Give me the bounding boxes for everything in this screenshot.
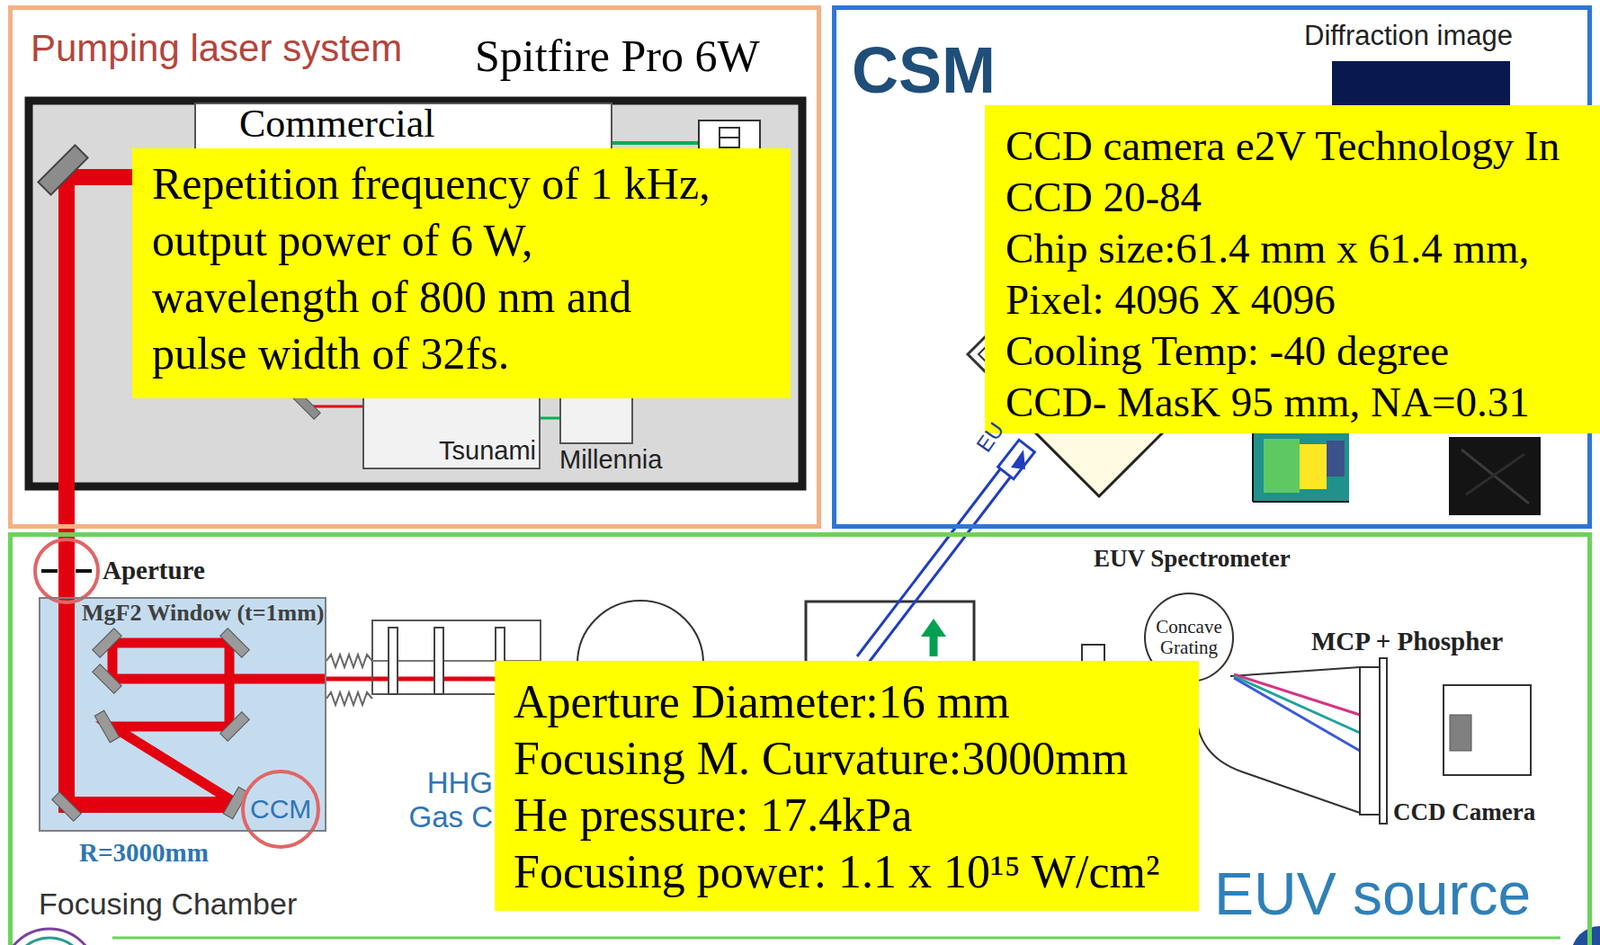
camera-lens — [1449, 715, 1472, 751]
laser-beam — [112, 643, 327, 804]
spec-line: Repetition frequency of 1 kHz, output po… — [151, 155, 733, 383]
euv-arrow-box — [998, 439, 1036, 479]
bellows — [326, 692, 373, 706]
oscillator-name: Tsunami — [438, 436, 537, 466]
plot-axis — [1252, 500, 1350, 503]
spec-line: Focusing power: 1.1 x 10¹⁵ W/cm² — [513, 843, 1161, 901]
gas-cell-plate — [388, 627, 398, 695]
spectrometer-body — [1230, 667, 1360, 677]
panel-title: Pumping laser system — [30, 26, 403, 71]
euv-beam — [867, 465, 1019, 664]
recon-image — [1461, 449, 1529, 504]
recon-image — [1448, 437, 1541, 516]
spec-line: Chip size:61.4 mm x 61.4 mm, — [1005, 223, 1529, 275]
spec-line: CCD- MasK 95 mm, NA=0.31 — [1005, 376, 1530, 429]
ccd-camera — [1443, 685, 1531, 776]
euv-arrow — [1010, 449, 1026, 470]
part-label: CCD Camera — [1393, 798, 1536, 827]
image-caption: Diffraction image — [1304, 19, 1513, 53]
highlight-circle — [35, 539, 99, 603]
spec-line: He pressure: 17.4kPa — [513, 786, 912, 844]
part-name: Concave Grating — [1150, 616, 1228, 659]
dimension-label: R=3000mm — [79, 838, 209, 868]
phase-plot — [1299, 444, 1327, 490]
mirror — [92, 628, 123, 659]
aperture-bar — [41, 569, 58, 573]
gas-cell-plate — [434, 627, 444, 695]
mirror — [37, 144, 88, 195]
spec-callout: CCD camera e2V Technology InCCD 20-84Chi… — [984, 105, 1600, 434]
spectrum-ray — [1233, 676, 1360, 733]
euv-beam — [857, 458, 1009, 657]
panel-title: EUV source — [1214, 861, 1531, 927]
plot-axis — [1251, 433, 1254, 502]
spec-line: Focusing M. Curvature:3000mm — [513, 730, 1128, 787]
mcp-flange — [1379, 658, 1387, 824]
spec-callout: Repetition frequency of 1 kHz, output po… — [132, 148, 791, 399]
spectrometer-body — [1196, 710, 1360, 814]
inner-beam — [310, 405, 363, 409]
mirror — [52, 792, 82, 823]
mirror — [92, 664, 123, 695]
phase-plot — [1263, 438, 1300, 493]
pump-laser-name: Millennia — [559, 445, 662, 475]
mirror — [220, 712, 251, 742]
chamber-fill — [38, 597, 327, 832]
spectrum-ray — [1233, 678, 1360, 751]
panel-title: CSM — [851, 35, 996, 105]
logo — [11, 938, 88, 945]
phase-plot — [1252, 433, 1350, 502]
window-label: MgF2 Window (t=1mm) — [81, 599, 325, 627]
spec-line: Cooling Temp: -40 degree — [1005, 325, 1449, 377]
spec-line: CCD camera e2V Technology In — [1005, 120, 1560, 172]
part-label: MCP + Phospher — [1311, 626, 1503, 657]
spec-line: Aperture Diameter:16 mm — [513, 673, 1011, 731]
dome-chamber — [577, 600, 704, 664]
chamber-title: Focusing Chamber — [38, 886, 297, 921]
euv-source-panel: EUV source MgF2 Window (t=1mm) CCM Focusing… — [8, 532, 1592, 945]
unit-name: Commercial — [239, 104, 436, 144]
phase-plot — [1326, 440, 1345, 477]
pump-laser-box: Millennia — [559, 395, 634, 445]
small-unit-symbol — [719, 136, 740, 139]
green-link — [540, 417, 560, 421]
laser-beam — [326, 677, 504, 682]
spectrum-ray — [1233, 674, 1360, 716]
green-link — [612, 141, 699, 145]
laser-housing — [28, 100, 803, 487]
mirror — [94, 710, 119, 742]
small-unit-symbol — [719, 127, 740, 148]
mirror — [220, 628, 251, 659]
highlight-circle — [242, 771, 319, 848]
laser-model: Spitfire Pro 6W — [474, 30, 760, 82]
aperture-bar — [75, 569, 92, 573]
mcp-plate — [1359, 667, 1380, 815]
logo — [1571, 926, 1600, 945]
spec-line: Pixel: 4096 X 4096 — [1005, 274, 1336, 326]
footer-rule — [112, 937, 1561, 940]
spec-callout: Aperture Diameter:16 mmFocusing M. Curva… — [494, 661, 1199, 912]
csm-panel: CSMCCD camera e2V Technology InCCD 20-84… — [831, 5, 1592, 529]
recon-image — [1465, 454, 1525, 495]
part-label: EUV Spectrometer — [1093, 545, 1291, 573]
logo — [2, 929, 97, 945]
spec-line: CCD 20-84 — [1005, 171, 1202, 224]
part-label: Aperture — [102, 555, 206, 586]
part-label: HHG Gas C — [404, 766, 493, 835]
laser-system-panel: Pumping laser system Spitfire Pro 6W Comme… — [8, 5, 822, 529]
mirror-label: CCM — [250, 794, 312, 825]
green-arrow — [920, 618, 947, 637]
focusing-chamber: MgF2 Window (t=1mm)CCMFocusing Chamber — [38, 597, 327, 832]
bellows — [326, 654, 373, 668]
